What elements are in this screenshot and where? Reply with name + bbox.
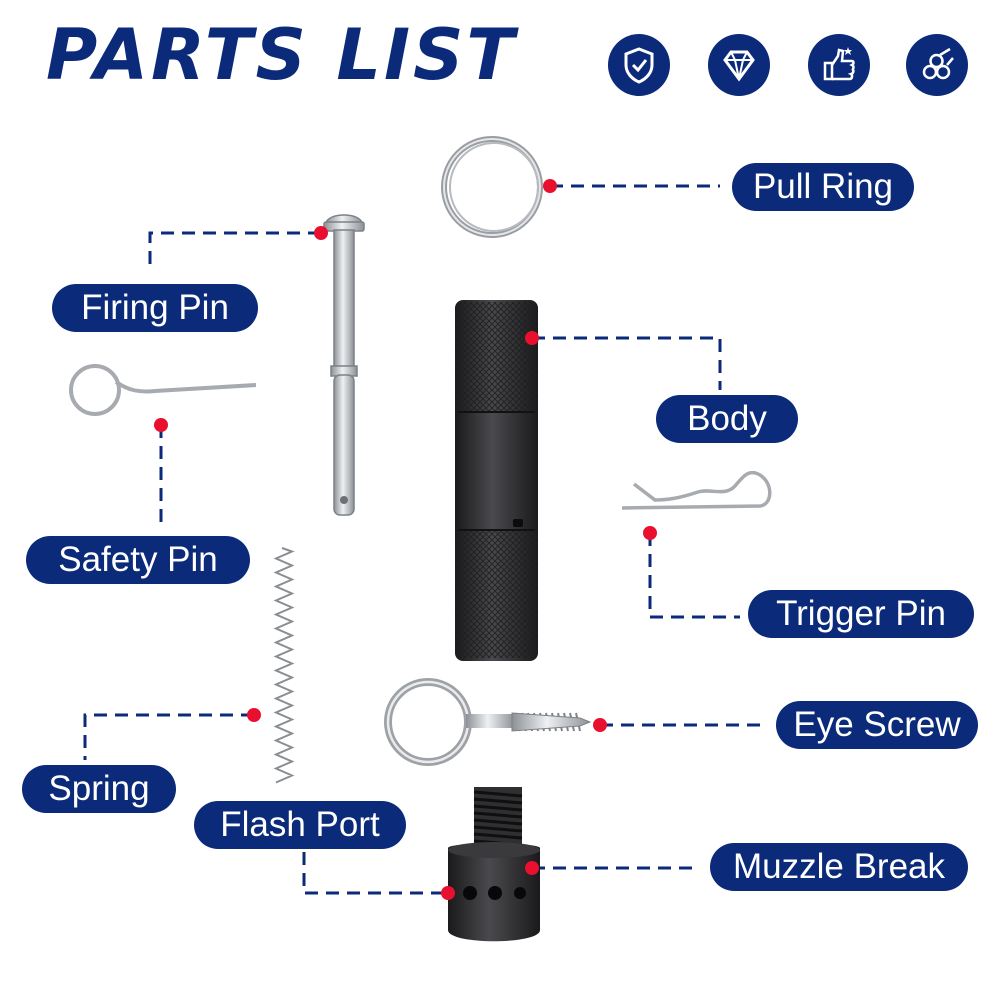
spring-marker (247, 708, 261, 722)
firing-pin-marker (314, 226, 328, 240)
pull-ring-marker (543, 179, 557, 193)
diamond-icon (708, 34, 770, 96)
safety-pin-part (69, 364, 257, 416)
firing-pin-leader-line (148, 231, 321, 268)
flash-port-marker (441, 886, 455, 900)
muzzle-break-marker (525, 861, 539, 875)
eye-screw-marker (593, 718, 607, 732)
page-title: PARTS LIST (46, 14, 518, 96)
firing-pin-label: Firing Pin (52, 284, 258, 332)
trigger-pin-part (621, 470, 772, 510)
body-marker (525, 331, 539, 345)
muzzle-break-label: Muzzle Break (710, 843, 968, 891)
trigger-pin-label: Trigger Pin (748, 590, 974, 638)
firing-pin-part (323, 214, 365, 516)
trigger-pin-leader-line (648, 533, 740, 619)
pull-ring-label: Pull Ring (732, 163, 914, 211)
body-part (455, 300, 538, 661)
spring-part (273, 547, 295, 784)
muzzle-break-part (448, 787, 540, 942)
flash-port-label: Flash Port (194, 801, 406, 849)
trigger-pin-marker (643, 526, 657, 540)
safety-pin-label: Safety Pin (26, 536, 250, 584)
thumbs-up-icon (808, 34, 870, 96)
body-label: Body (656, 395, 798, 443)
logs-icon (906, 34, 968, 96)
eye-screw-part (384, 678, 592, 766)
safety-pin-marker (154, 418, 168, 432)
shield-check-icon (608, 34, 670, 96)
spring-leader-line (83, 713, 254, 760)
flash-port-leader-line (302, 852, 448, 895)
eye-screw-label: Eye Screw (776, 701, 978, 749)
spring-label: Spring (22, 765, 176, 813)
pull-ring-part (441, 136, 543, 238)
body-leader-line (532, 336, 722, 390)
